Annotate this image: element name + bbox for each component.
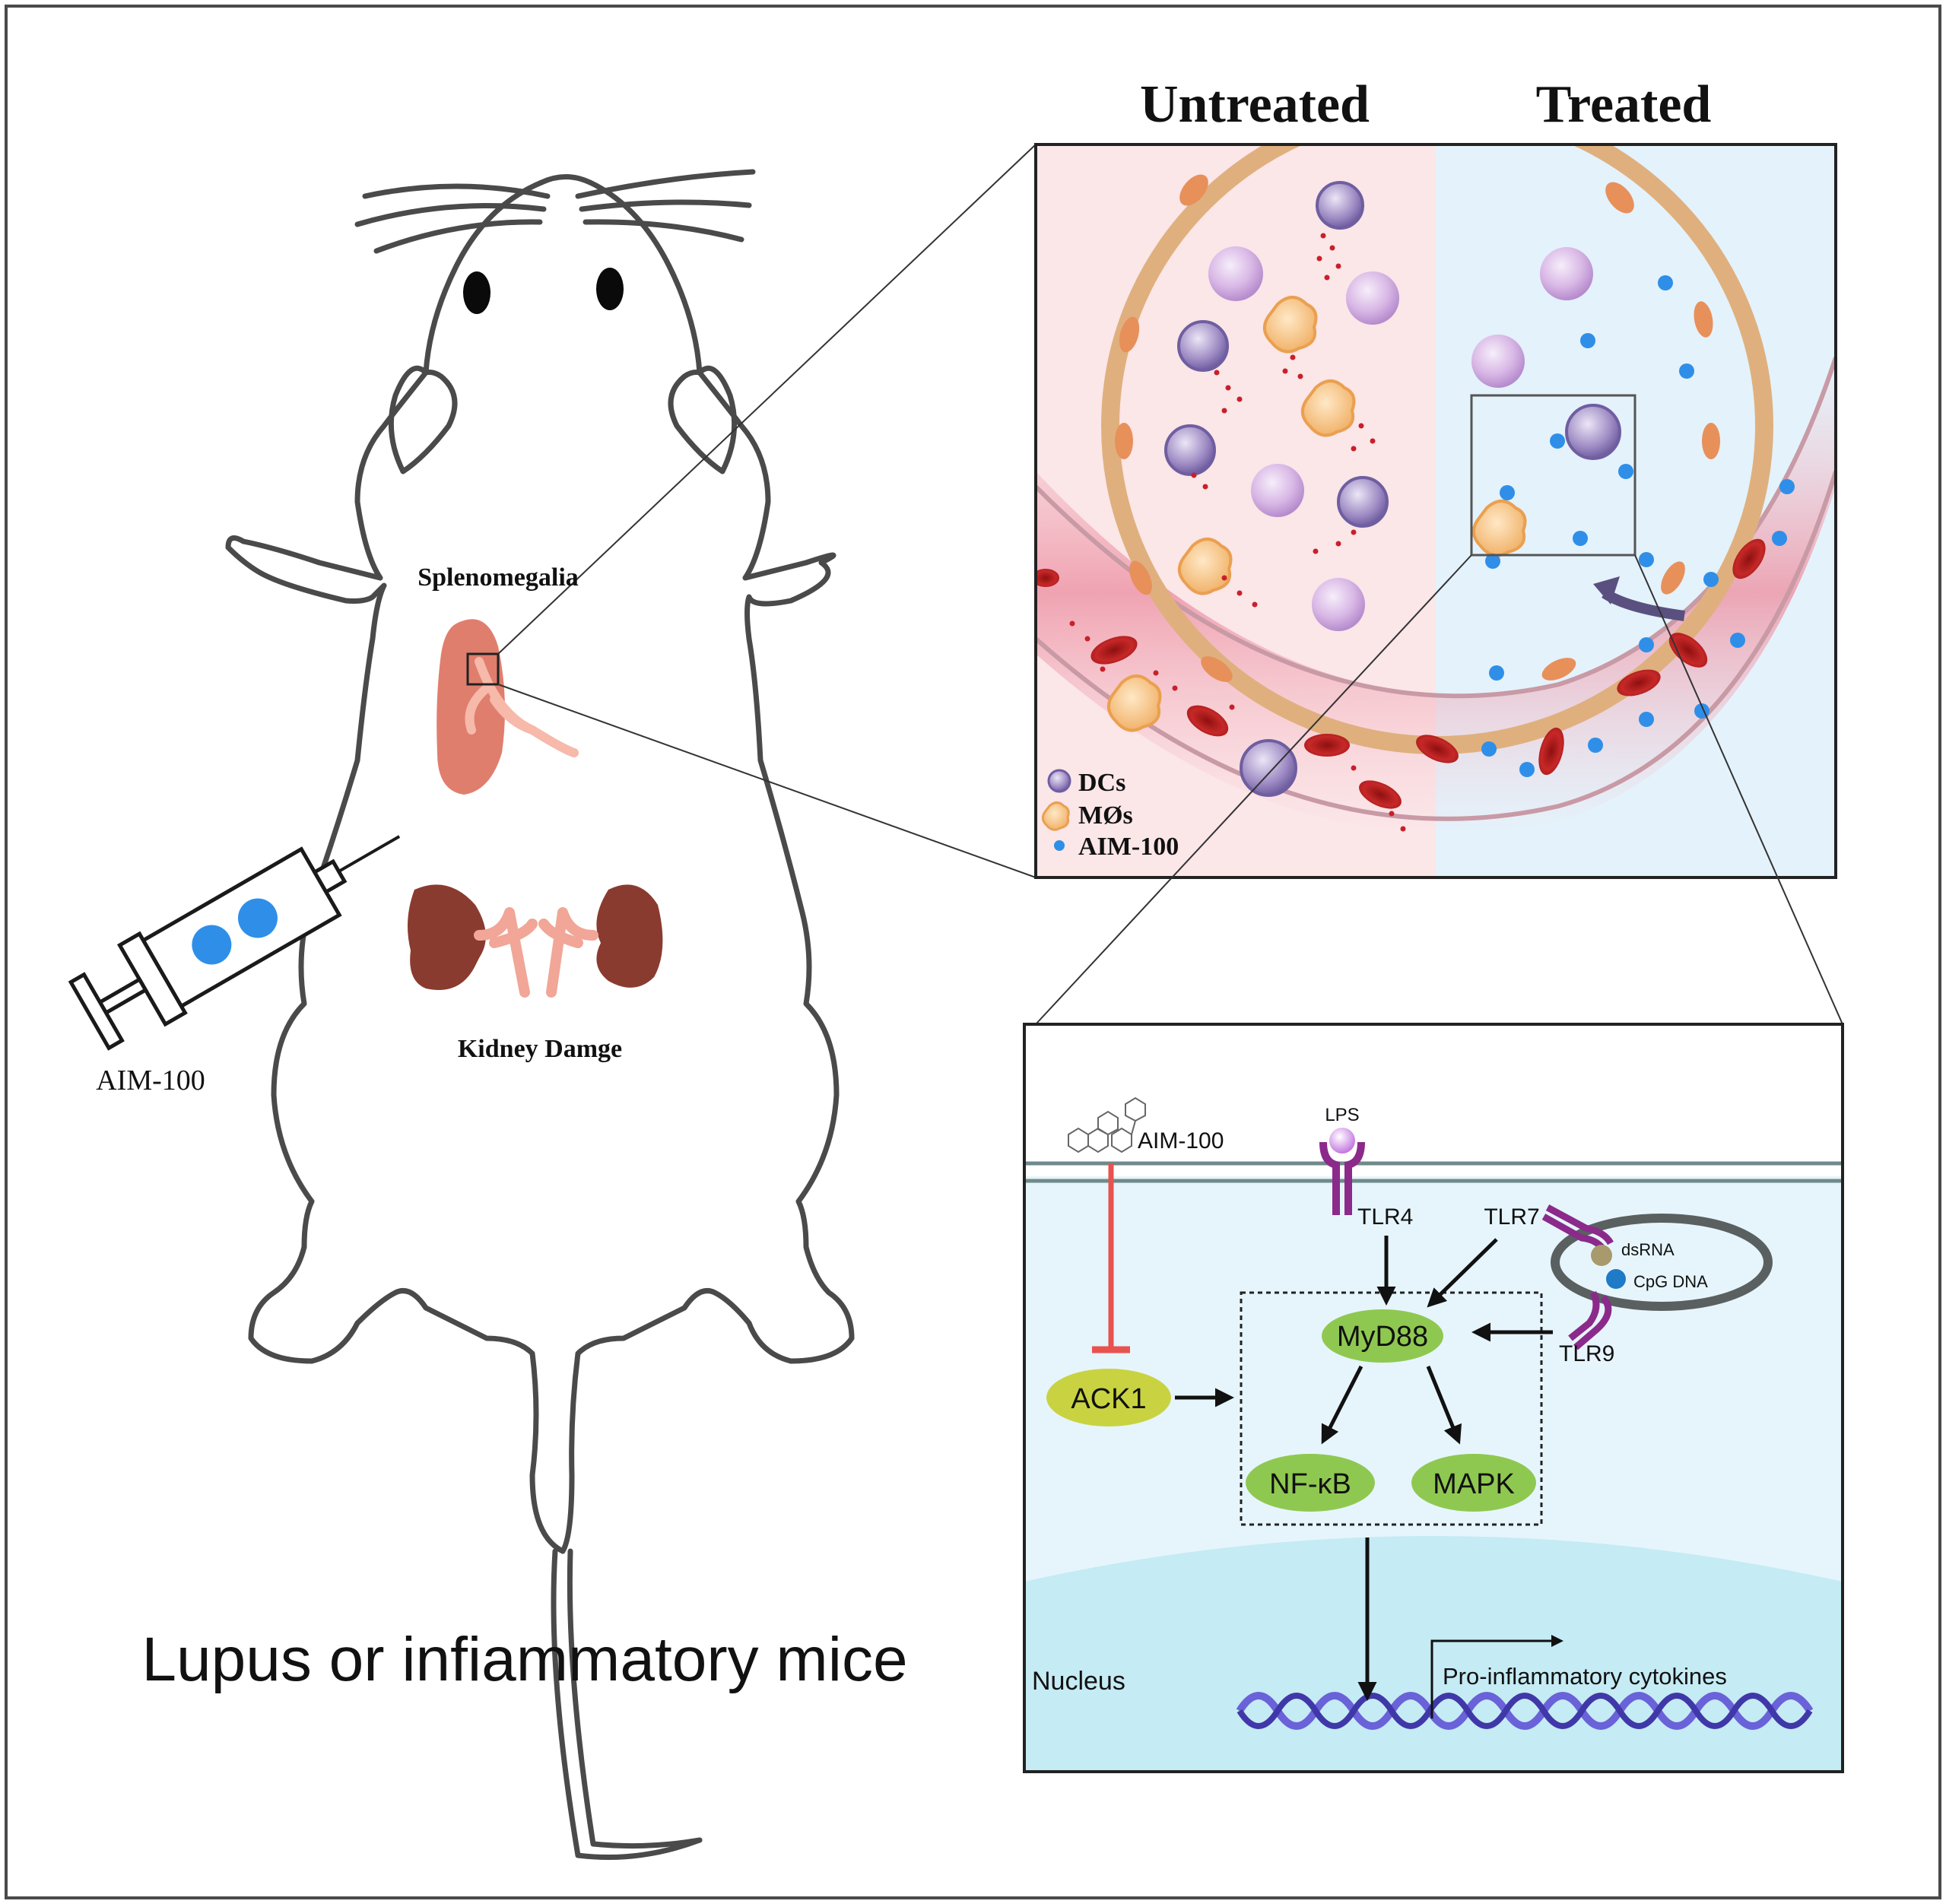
syringe-icon — [68, 835, 401, 1051]
spleen-label: Splenomegalia — [417, 563, 579, 592]
zoom-line-right — [1634, 554, 1843, 1025]
aim100-dots — [1481, 275, 1795, 777]
node-mapk: MAPK — [1411, 1454, 1536, 1512]
node-nfkb: NF-κB — [1246, 1454, 1375, 1512]
mouse-outline — [225, 169, 855, 1860]
svg-text:MyD88: MyD88 — [1337, 1321, 1428, 1353]
transcription-arrow — [1430, 1639, 1551, 1718]
lps-icon — [1329, 1128, 1355, 1154]
kidneys-icon — [408, 884, 663, 998]
aim100-dot-icon — [1054, 840, 1065, 851]
dendritic-cells — [1164, 181, 1621, 797]
tlr4-receptor-icon — [1319, 1141, 1365, 1215]
myd88-complex-box — [1240, 1291, 1543, 1526]
dna-helix — [1236, 1692, 1814, 1730]
header-treated: Treated — [1536, 75, 1712, 134]
cpg-dna-icon — [1606, 1269, 1626, 1289]
syringe-label: AIM-100 — [96, 1065, 205, 1096]
lymphocytes — [1208, 246, 1593, 631]
pathway-arrows — [1175, 1236, 1553, 1701]
main-caption: Lupus or infiammatory mice — [141, 1625, 907, 1694]
zoom-line-top — [497, 144, 1036, 655]
outer-frame — [5, 5, 1941, 1899]
dsrna-label: dsRNA — [1621, 1240, 1675, 1259]
pro-inflammatory-label: Pro-inflammatory cytokines — [1443, 1663, 1727, 1690]
dsrna-icon — [1591, 1245, 1612, 1266]
tlr9-receptor-icon — [1568, 1290, 1612, 1350]
zoom-panel-border — [1034, 143, 1837, 879]
nucleus-label: Nucleus — [1032, 1667, 1125, 1696]
zoom-line-left — [1035, 554, 1472, 1025]
tlr7-label: TLR7 — [1484, 1204, 1539, 1230]
lps-label: LPS — [1325, 1105, 1359, 1125]
aim100-molecule-icon — [1068, 1096, 1146, 1154]
spleen-zoom-box — [466, 652, 500, 686]
node-myd88: MyD88 — [1322, 1309, 1443, 1363]
spleen-vessels — [465, 657, 579, 757]
zoom-line-bottom — [497, 684, 1036, 878]
mouse-eye-left — [463, 271, 490, 314]
dendritic-cell-icon — [1047, 769, 1071, 793]
tlr9-label: TLR9 — [1559, 1341, 1614, 1366]
macrophage-icon — [1041, 801, 1070, 831]
treated-zoom-box — [1470, 394, 1636, 557]
tlr4-label: TLR4 — [1357, 1204, 1413, 1230]
legend-dcs: DCs — [1078, 769, 1125, 797]
header-untreated: Untreated — [1140, 75, 1370, 134]
macrophages — [1106, 296, 1527, 732]
svg-text:NF-κB: NF-κB — [1269, 1468, 1351, 1500]
node-ack1: ACK1 — [1046, 1369, 1171, 1426]
red-blood-cells — [1036, 538, 1766, 809]
endosome — [1551, 1214, 1773, 1311]
blood-vessel — [1036, 350, 1836, 834]
legend-mos: MØs — [1078, 801, 1133, 830]
legend-aim100: AIM-100 — [1078, 833, 1179, 861]
pathway-panel-border — [1023, 1023, 1844, 1773]
zoom-panel — [1036, 144, 1836, 877]
kidney-label: Kidney Damge — [458, 1035, 622, 1063]
aim100-inhibitor-label: AIM-100 — [1138, 1128, 1224, 1154]
nucleus — [1024, 1536, 1843, 1772]
svg-text:ACK1: ACK1 — [1071, 1383, 1146, 1415]
svg-text:MAPK: MAPK — [1433, 1468, 1515, 1500]
zoom-legend: DCs MØs AIM-100 — [1041, 769, 1179, 861]
mouse-eye-right — [596, 268, 624, 310]
cpg-dna-label: CpG DNA — [1633, 1272, 1708, 1291]
cytokine-dots — [1069, 233, 1406, 832]
